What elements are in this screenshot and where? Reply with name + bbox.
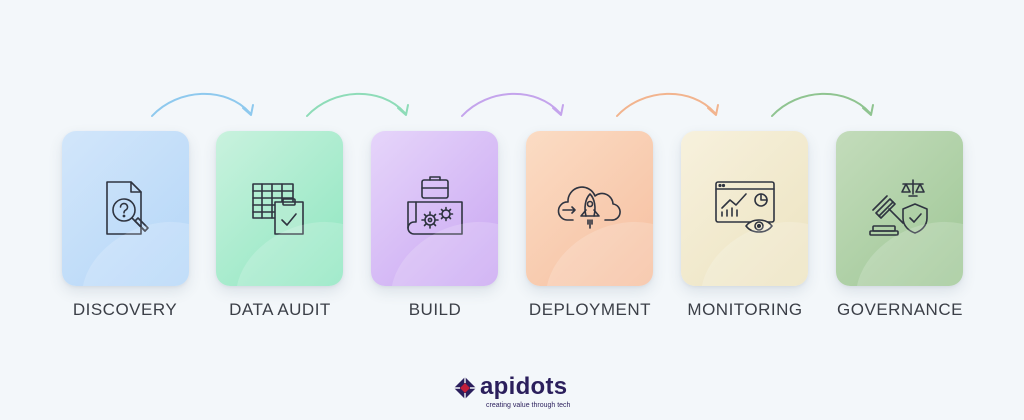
spreadsheet-clipboard-check-icon xyxy=(245,174,315,244)
brand-tagline: creating value through tech xyxy=(486,402,571,409)
brand-name: apidots xyxy=(480,373,568,400)
document-search-icon xyxy=(91,174,161,244)
card-governance xyxy=(836,131,963,286)
gavel-scales-shield-icon xyxy=(865,174,935,244)
step-label-deployment: DEPLOYMENT xyxy=(528,300,652,319)
step-label-build: BUILD xyxy=(408,300,462,319)
arrow-5 xyxy=(771,92,874,117)
card-monitoring xyxy=(681,131,808,286)
arrow-4 xyxy=(616,92,719,117)
arrow-1 xyxy=(151,92,254,117)
card-discovery xyxy=(62,131,189,286)
apidots-logo: apidots creating value through tech xyxy=(453,373,583,413)
arrow-2 xyxy=(306,92,409,117)
step-label-governance: GOVERNANCE xyxy=(837,300,963,319)
step-label-discovery: DISCOVERY xyxy=(72,300,178,319)
card-data-audit xyxy=(216,131,343,286)
card-build xyxy=(371,131,498,286)
arrow-3 xyxy=(461,92,564,117)
card-deployment xyxy=(526,131,653,286)
apidots-logo-mark-icon xyxy=(454,377,476,399)
step-label-data-audit: DATA AUDIT xyxy=(229,300,331,319)
step-label-monitoring: MONITORING xyxy=(687,300,803,319)
dashboard-eye-icon xyxy=(710,174,780,244)
toolbox-blueprint-gears-icon xyxy=(400,174,470,244)
cloud-rocket-icon xyxy=(555,174,625,244)
